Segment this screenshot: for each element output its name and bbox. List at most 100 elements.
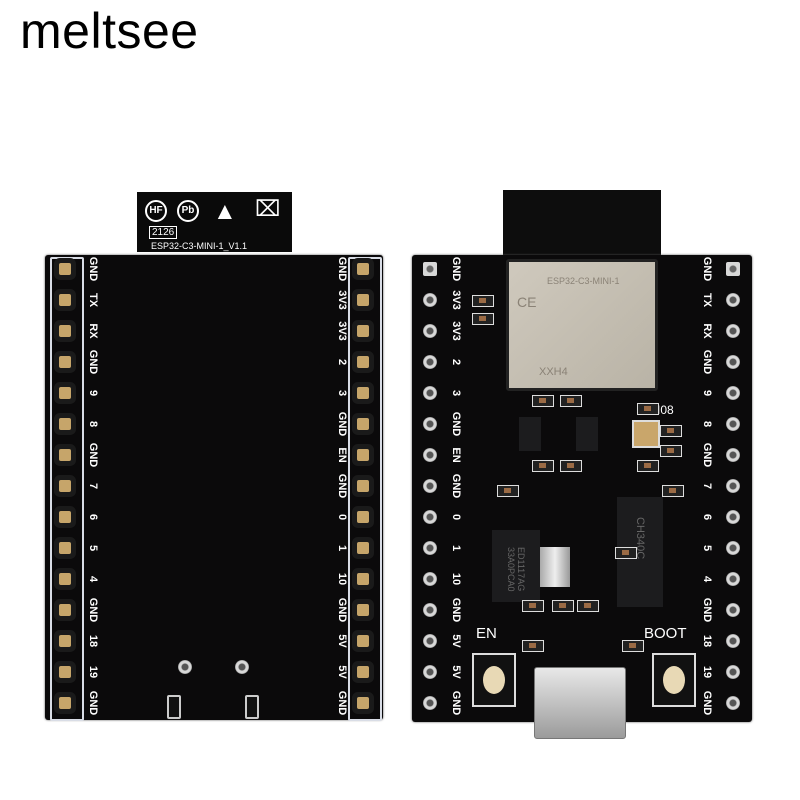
header-pin xyxy=(59,635,71,647)
header-pin xyxy=(726,479,740,493)
pin-label: 4 xyxy=(87,575,99,583)
header-pin xyxy=(357,542,369,554)
pin-label: GND xyxy=(701,442,713,468)
pin-label: 5V xyxy=(336,634,348,648)
header-pin xyxy=(726,355,740,369)
smd-component xyxy=(615,547,637,559)
header-pin xyxy=(423,324,437,338)
pin-label: 1 xyxy=(336,544,348,552)
header-pin xyxy=(357,480,369,492)
front-board: ESP32-C3-MINI-1 CE XXH4 I08 ED1117AG 33A… xyxy=(412,255,752,739)
module-code: XXH4 xyxy=(539,366,568,378)
header-pin xyxy=(423,541,437,555)
header-pin xyxy=(357,387,369,399)
pin-label: GND xyxy=(450,256,462,282)
pin-label: 6 xyxy=(87,513,99,521)
crossed-bin-icon: ⌧ xyxy=(255,196,281,221)
smd-component xyxy=(622,640,644,652)
transistor xyxy=(519,417,541,451)
usb-tab xyxy=(167,695,181,719)
header-pin xyxy=(357,294,369,306)
header-pin xyxy=(59,604,71,616)
pin-label: RX xyxy=(701,323,713,339)
header-pin xyxy=(59,697,71,709)
pin-label: 2 xyxy=(450,358,462,366)
header-pin xyxy=(726,386,740,400)
header-pin xyxy=(59,263,71,275)
boot-button[interactable] xyxy=(652,653,696,707)
pin-label: GND xyxy=(87,349,99,375)
pin-label: 0 xyxy=(336,513,348,521)
pin-label: GND xyxy=(701,597,713,623)
pin-label: GND xyxy=(336,411,348,437)
boot-label: BOOT xyxy=(644,625,687,642)
ch340c-label: CH340C xyxy=(634,517,646,560)
header-pin xyxy=(726,448,740,462)
brand-logo: meltsee xyxy=(20,3,199,59)
smd-component xyxy=(552,600,574,612)
header-pin xyxy=(423,665,437,679)
smd-component xyxy=(522,640,544,652)
header-pin xyxy=(726,572,740,586)
header-pin xyxy=(357,449,369,461)
pin-label: 8 xyxy=(701,420,713,428)
header-pin xyxy=(59,294,71,306)
date-code: 2126 xyxy=(149,226,178,239)
ce-mark: CE xyxy=(517,294,537,310)
smd-component xyxy=(532,395,554,407)
smd-component xyxy=(662,485,684,497)
pin-label: GND xyxy=(336,473,348,499)
pin-label: TX xyxy=(701,292,713,308)
header-pin xyxy=(726,541,740,555)
smd-component xyxy=(497,485,519,497)
smd-component xyxy=(660,425,682,437)
mount-pad xyxy=(178,660,192,674)
antenna xyxy=(503,190,661,260)
pin-label: RX xyxy=(87,323,99,339)
pin-label: 19 xyxy=(701,665,713,679)
header-pin xyxy=(423,386,437,400)
smd-component xyxy=(472,313,494,325)
header-pin xyxy=(357,666,369,678)
header-pin xyxy=(357,604,369,616)
pin-label: 5V xyxy=(450,634,462,648)
pin-label: 8 xyxy=(87,420,99,428)
pin-label: 18 xyxy=(87,634,99,648)
esd-warning-icon: ▲ xyxy=(213,198,237,225)
pin-label: 5 xyxy=(87,544,99,552)
header-pin xyxy=(59,480,71,492)
header-pin xyxy=(726,696,740,710)
en-button[interactable] xyxy=(472,653,516,707)
smd-component xyxy=(472,295,494,307)
en-label: EN xyxy=(476,625,497,642)
pin-label: 9 xyxy=(701,389,713,397)
rgb-led xyxy=(632,420,660,448)
pin-label: 3 xyxy=(336,389,348,397)
header-pin xyxy=(423,479,437,493)
header-pin xyxy=(726,293,740,307)
hf-mark: HF xyxy=(145,200,167,222)
header-pin xyxy=(59,511,71,523)
header-pin xyxy=(59,542,71,554)
pin-label: 3V3 xyxy=(336,290,348,310)
header-pin xyxy=(59,449,71,461)
pin-label: 1 xyxy=(450,544,462,552)
header-pin xyxy=(726,262,740,276)
pin-label: GND xyxy=(87,256,99,282)
micro-usb-port[interactable] xyxy=(534,667,626,739)
smd-component xyxy=(637,403,659,415)
pin-label: 10 xyxy=(336,572,348,586)
header-pin xyxy=(357,418,369,430)
regulator-tab xyxy=(540,547,570,587)
mount-pad xyxy=(235,660,249,674)
smd-component xyxy=(560,395,582,407)
header-pin xyxy=(59,356,71,368)
pin-label: 2 xyxy=(336,358,348,366)
module-name: ESP32-C3-MINI-1 xyxy=(547,276,620,286)
pin-label: 5V xyxy=(336,665,348,679)
pin-label: GND xyxy=(87,690,99,716)
header-pin xyxy=(59,387,71,399)
pin-label: GND xyxy=(450,473,462,499)
header-pin xyxy=(423,634,437,648)
header-pin xyxy=(726,665,740,679)
